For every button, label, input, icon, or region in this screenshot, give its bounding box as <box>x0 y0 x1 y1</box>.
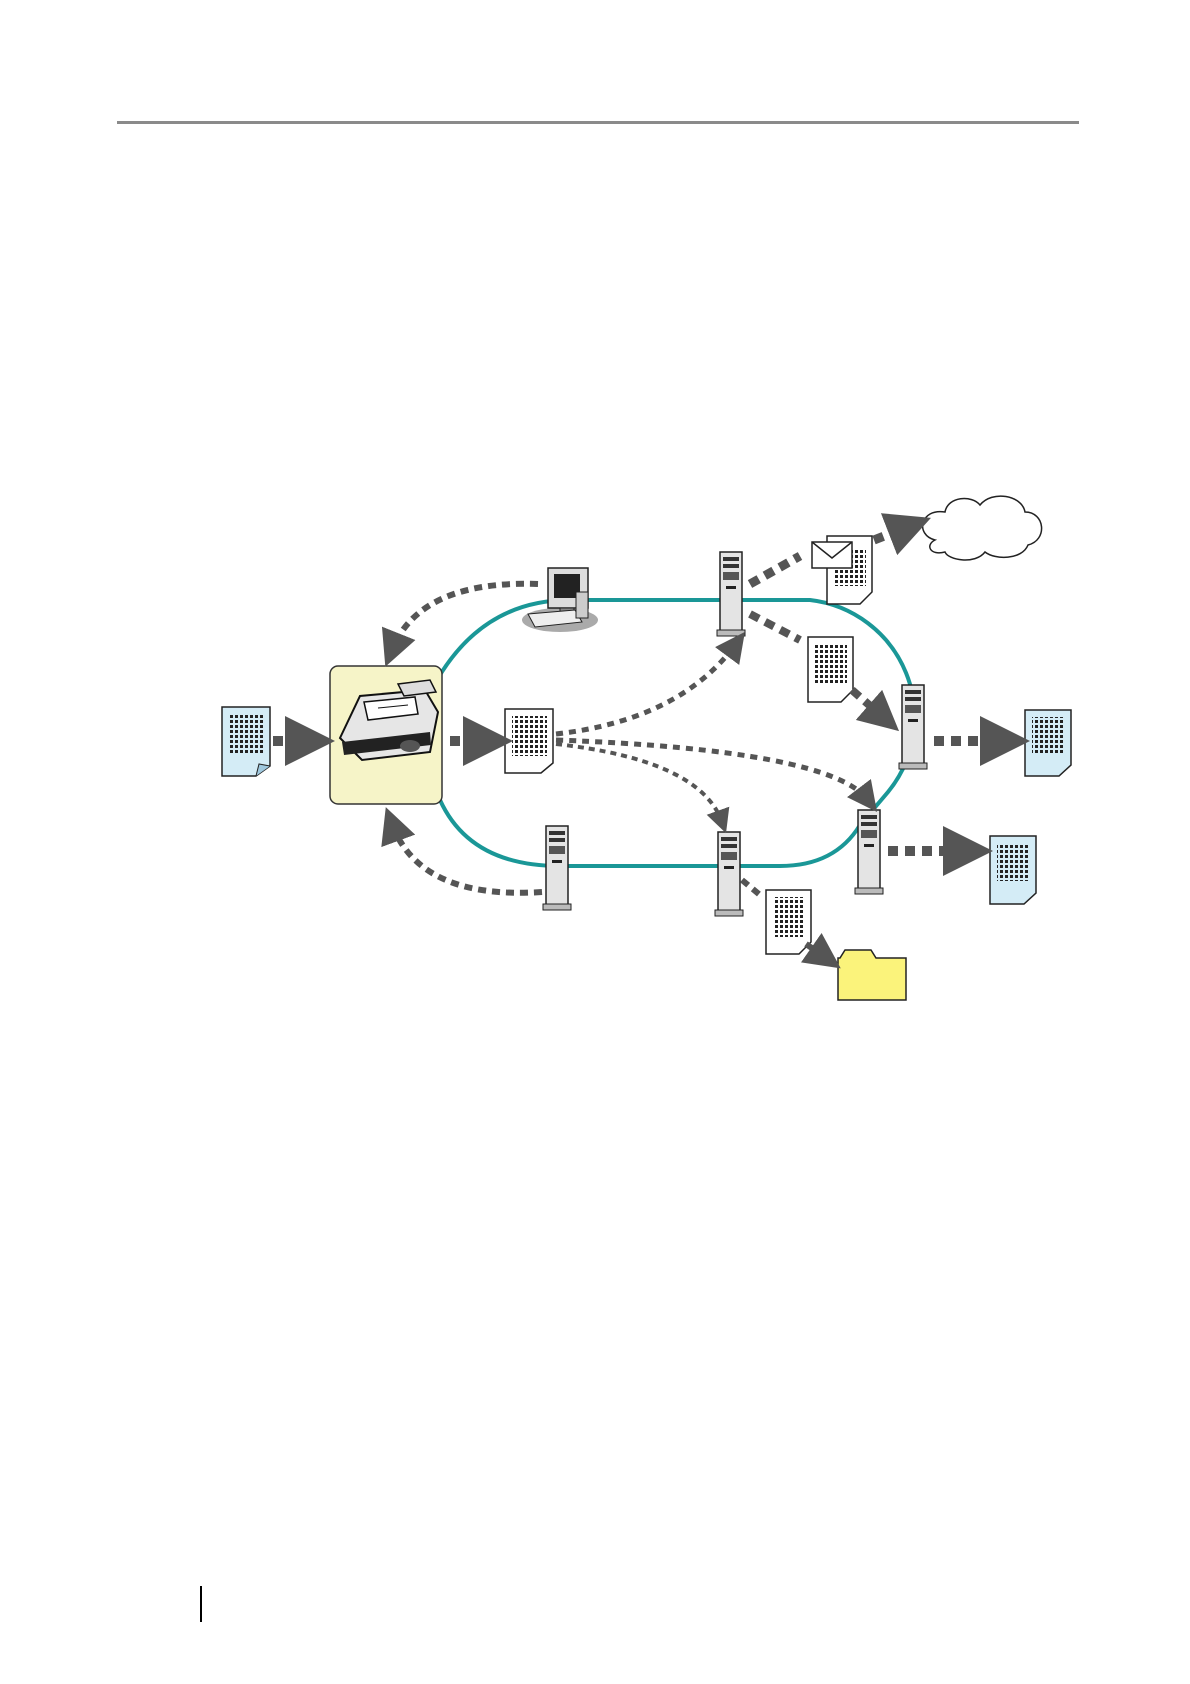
server-mid-right <box>855 810 883 894</box>
shared-folder <box>838 950 906 1000</box>
scanned-document <box>505 709 553 773</box>
printed-document-lower <box>990 836 1036 904</box>
server-bottom-left <box>543 826 571 910</box>
fax-document <box>808 637 853 702</box>
server-bottom-center <box>715 832 743 916</box>
server-top <box>717 552 745 636</box>
email-envelope <box>812 542 852 568</box>
source-document <box>222 707 270 776</box>
server-right <box>899 685 927 769</box>
email-document <box>812 536 872 604</box>
admin-computer <box>522 568 598 632</box>
internet-cloud <box>923 496 1042 560</box>
footer-bar <box>200 1586 202 1622</box>
printed-document-right <box>1025 710 1071 776</box>
network-scanner <box>330 666 442 804</box>
folder-document <box>766 890 811 954</box>
